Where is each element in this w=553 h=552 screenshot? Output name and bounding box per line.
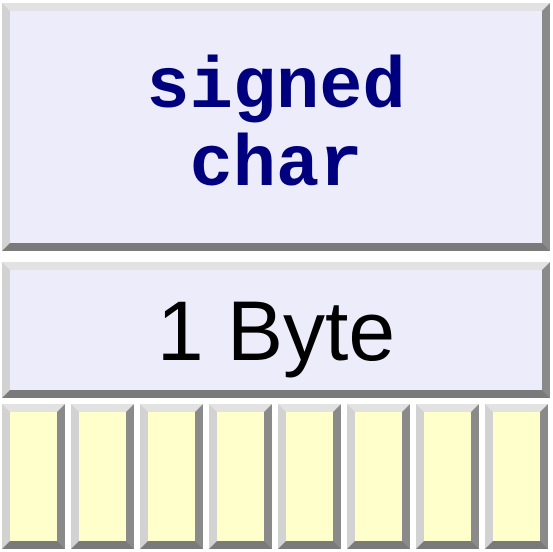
type-name-box: signed char xyxy=(2,3,550,251)
size-box: 1 Byte xyxy=(2,262,550,398)
bit-cell xyxy=(209,404,272,549)
bit-cell xyxy=(416,404,479,549)
size-label: 1 Byte xyxy=(156,284,396,378)
bit-cell xyxy=(71,404,134,549)
bit-cells-row xyxy=(2,404,550,549)
bit-cell xyxy=(2,404,65,549)
type-name-label: signed char xyxy=(146,47,406,207)
bit-cell xyxy=(485,404,548,549)
bit-cell xyxy=(278,404,341,549)
bit-cell xyxy=(347,404,410,549)
bit-cell xyxy=(140,404,203,549)
